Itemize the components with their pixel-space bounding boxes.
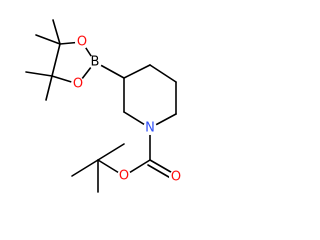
- bonds: [25, 19, 177, 193]
- bond-methyl-2: [35, 34, 61, 45]
- atom-labels: B O O N O O: [71, 35, 183, 185]
- bond-ring-carbon-carbon: [51, 43, 61, 77]
- atom-carbonyl-oxygen-label: O: [171, 170, 181, 185]
- atom-oxygen-bottom-label: O: [73, 77, 83, 92]
- bond-c3-c4: [123, 64, 151, 79]
- atom-oxygen-top: O: [75, 35, 89, 50]
- bond-methyl-3: [25, 71, 53, 77]
- atom-boron-label: B: [91, 55, 100, 70]
- atom-ester-oxygen-label: O: [119, 169, 129, 184]
- atom-boron: B: [88, 55, 102, 70]
- bond-tbutyl-methyl-1: [71, 159, 99, 177]
- atom-ester-oxygen: O: [117, 169, 131, 184]
- atom-nitrogen-label: N: [145, 121, 155, 136]
- atom-nitrogen: N: [143, 121, 157, 136]
- bond-methyl-4: [45, 75, 53, 101]
- atom-oxygen-bottom: O: [71, 77, 85, 92]
- atom-oxygen-top-label: O: [77, 35, 87, 50]
- bond-methyl-1: [52, 19, 61, 45]
- atom-carbonyl-oxygen: O: [169, 170, 183, 185]
- structure-diagram: B O O N O O: [25, 19, 183, 193]
- bond-tbutyl-methyl-3: [97, 143, 125, 161]
- bond-c4-c5: [149, 64, 177, 83]
